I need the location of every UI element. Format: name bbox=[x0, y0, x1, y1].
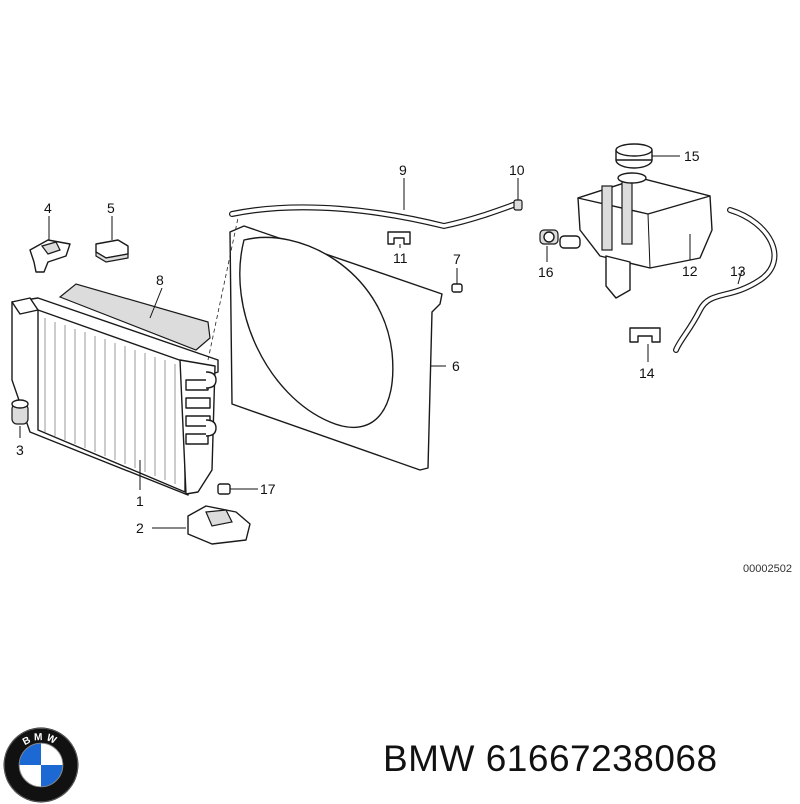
expansion-tank bbox=[559, 172, 713, 299]
diagram-code: 00002502 bbox=[743, 563, 792, 575]
leader-13 bbox=[737, 269, 743, 285]
brand-name: BMW bbox=[383, 738, 475, 779]
callout-3: 3 bbox=[16, 442, 24, 458]
callout-7: 7 bbox=[453, 251, 461, 267]
bolt bbox=[217, 483, 258, 495]
part-number: 61667238068 bbox=[485, 738, 718, 779]
hose-connector bbox=[513, 199, 523, 211]
callout-4: 4 bbox=[44, 200, 52, 216]
overflow-hose bbox=[229, 201, 519, 230]
return-hose bbox=[673, 207, 778, 353]
tank-cap bbox=[615, 143, 653, 169]
callout-13: 13 bbox=[730, 263, 746, 279]
bmw-logo-icon: BMW bbox=[3, 727, 79, 803]
rubber-mount bbox=[11, 399, 29, 425]
rubber-pad bbox=[95, 239, 129, 263]
callout-14: 14 bbox=[639, 365, 655, 381]
callout-16: 16 bbox=[538, 264, 554, 280]
callout-10: 10 bbox=[509, 162, 525, 178]
callout-11: 11 bbox=[393, 250, 408, 266]
leader-8 bbox=[149, 287, 163, 319]
callout-8: 8 bbox=[156, 272, 164, 288]
radiator-cover-strip bbox=[58, 283, 211, 351]
lower-bracket bbox=[187, 505, 251, 545]
upper-bracket bbox=[29, 239, 71, 273]
callout-9: 9 bbox=[399, 162, 407, 178]
callout-17: 17 bbox=[260, 481, 276, 497]
callout-12: 12 bbox=[682, 263, 698, 279]
hose-clip bbox=[387, 231, 411, 245]
callout-1: 1 bbox=[136, 493, 144, 509]
callout-15: 15 bbox=[684, 148, 700, 164]
tank-clip bbox=[629, 327, 661, 343]
fan-shroud bbox=[229, 225, 446, 471]
svg-text:BMW: BMW bbox=[21, 732, 61, 748]
hose-clamp bbox=[539, 229, 559, 245]
callout-2: 2 bbox=[136, 520, 144, 536]
radiator bbox=[11, 297, 219, 496]
small-screw bbox=[451, 268, 463, 293]
callout-6: 6 bbox=[452, 358, 460, 374]
part-caption: BMW 61667238068 bbox=[383, 738, 718, 780]
callout-5: 5 bbox=[107, 200, 115, 216]
